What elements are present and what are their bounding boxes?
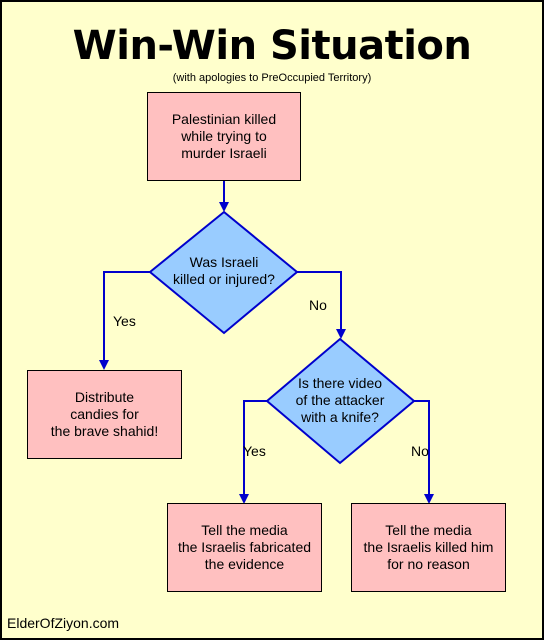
edge-decision1-no: [297, 271, 346, 339]
start-box: Palestinian killed while trying to murde…: [147, 92, 301, 181]
decision-2-no-label: No: [411, 443, 429, 459]
decision-1-no-label: No: [309, 297, 327, 313]
decision-2-shape: [265, 337, 416, 465]
diagram-title: Win-Win Situation: [72, 23, 472, 69]
decision-2-text: Is there video of the attacker with a kn…: [295, 375, 385, 425]
decision-2-yes-label: Yes: [243, 443, 266, 459]
no-reason-box: Tell the media the Israelis killed him f…: [351, 503, 506, 592]
candies-box: Distribute candies for the brave shahid!: [27, 370, 182, 459]
diagram-subtitle: (with apologies to PreOccupied Territory…: [172, 72, 372, 84]
footer-credit: ElderOfZiyon.com: [7, 615, 120, 631]
decision-1-text: Was Israeli killed or injured?: [173, 254, 275, 287]
decision-1-shape: [148, 210, 299, 335]
fabricated-box: Tell the media the Israelis fabricated t…: [167, 503, 322, 592]
edge-decision2-yes: [239, 400, 267, 504]
edge-decision2-no: [414, 400, 434, 504]
decision-1-yes-label: Yes: [113, 313, 136, 329]
edge-decision1-yes: [99, 271, 150, 370]
